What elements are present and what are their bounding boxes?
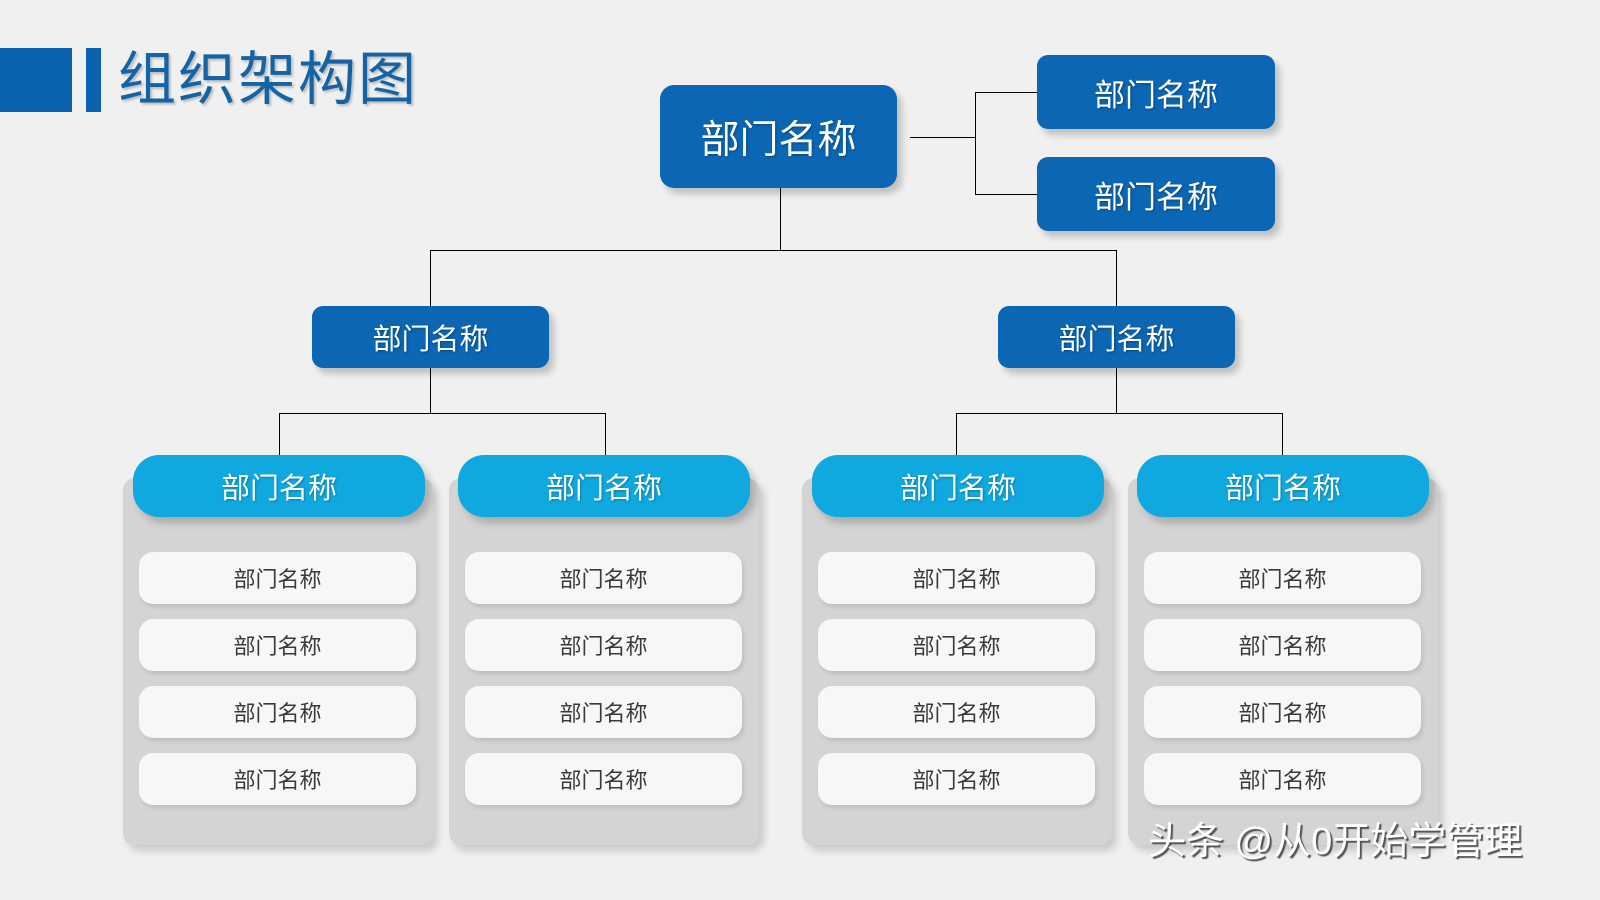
column-4-header[interactable]: 部门名称 — [1137, 455, 1429, 517]
list-item[interactable]: 部门名称 — [139, 552, 416, 604]
page-title: 组织架构图 — [118, 47, 419, 112]
list-item[interactable]: 部门名称 — [465, 619, 742, 671]
connector-col2-drop — [605, 413, 606, 455]
connector-col4-drop — [1282, 413, 1283, 455]
list-item[interactable]: 部门名称 — [1144, 686, 1421, 738]
list-item[interactable]: 部门名称 — [1144, 552, 1421, 604]
list-item[interactable]: 部门名称 — [818, 619, 1095, 671]
connector-midright-trunk — [1116, 368, 1117, 413]
node-mid-2[interactable]: 部门名称 — [998, 306, 1235, 368]
node-side-1[interactable]: 部门名称 — [1037, 55, 1275, 129]
node-mid-1[interactable]: 部门名称 — [312, 306, 549, 368]
list-item[interactable]: 部门名称 — [465, 753, 742, 805]
column-1-header[interactable]: 部门名称 — [133, 455, 425, 517]
connector-mid-left-drop — [430, 250, 431, 306]
list-item[interactable]: 部门名称 — [818, 753, 1095, 805]
list-item[interactable]: 部门名称 — [1144, 619, 1421, 671]
node-root[interactable]: 部门名称 — [660, 85, 897, 188]
connector-side-bottom — [975, 194, 1037, 195]
connector-col3-drop — [956, 413, 957, 455]
list-item[interactable]: 部门名称 — [1144, 753, 1421, 805]
connector-root-side-stem — [910, 137, 975, 138]
watermark: 头条 @从0开始学管理 — [1148, 821, 1523, 863]
list-item[interactable]: 部门名称 — [818, 552, 1095, 604]
connector-root-trunk — [780, 188, 781, 250]
list-item[interactable]: 部门名称 — [139, 753, 416, 805]
connector-mid-bus — [430, 250, 1116, 251]
connector-side-bracket-vertical — [975, 92, 976, 195]
list-item[interactable]: 部门名称 — [139, 619, 416, 671]
column-3-header[interactable]: 部门名称 — [812, 455, 1104, 517]
list-item[interactable]: 部门名称 — [465, 686, 742, 738]
connector-mid-right-drop — [1116, 250, 1117, 306]
list-item[interactable]: 部门名称 — [465, 552, 742, 604]
connector-side-top — [975, 92, 1037, 93]
list-item[interactable]: 部门名称 — [139, 686, 416, 738]
connector-midleft-bus — [279, 413, 605, 414]
node-side-2[interactable]: 部门名称 — [1037, 157, 1275, 231]
connector-midleft-trunk — [430, 368, 431, 413]
list-item[interactable]: 部门名称 — [818, 686, 1095, 738]
connector-midright-bus — [956, 413, 1282, 414]
title-bar-decoration — [86, 48, 101, 112]
connector-col1-drop — [279, 413, 280, 455]
column-2-header[interactable]: 部门名称 — [458, 455, 750, 517]
title-square-decoration — [0, 48, 72, 112]
